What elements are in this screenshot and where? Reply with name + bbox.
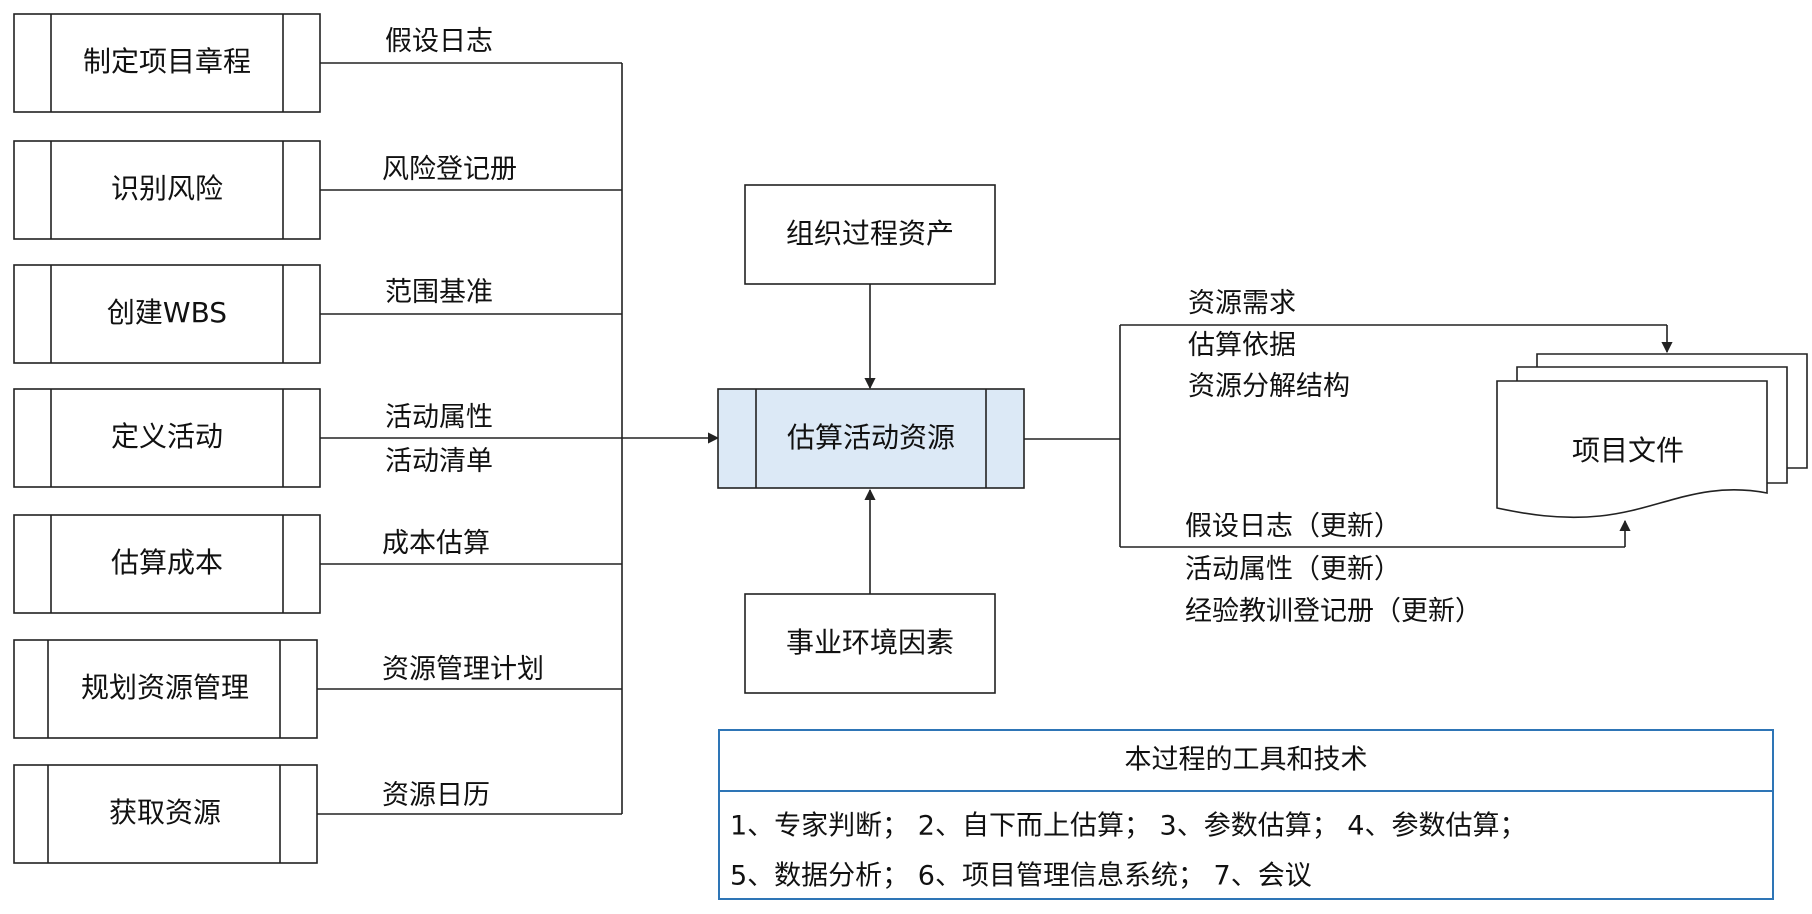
central-process: 估算活动资源 bbox=[717, 388, 1025, 489]
tools-table: 本过程的工具和技术 1、专家判断； 2、自下而上估算； 3、参数估算； 4、参数… bbox=[718, 729, 1774, 900]
output-label: 资源分解结构 bbox=[1188, 371, 1350, 402]
opa-box: 组织过程资产 bbox=[744, 184, 996, 285]
output-label: 估算依据 bbox=[1188, 330, 1296, 361]
output-label: 资源需求 bbox=[1188, 288, 1296, 319]
opa-label: 组织过程资产 bbox=[786, 217, 954, 250]
central-process-label: 估算活动资源 bbox=[787, 421, 955, 454]
input-label: 活动属性 bbox=[385, 402, 493, 433]
eef-box: 事业环境因素 bbox=[744, 593, 996, 694]
input-process-label: 获取资源 bbox=[109, 796, 221, 829]
input-process-label: 定义活动 bbox=[111, 420, 223, 453]
project-documents-icon: 项目文件 bbox=[1496, 353, 1808, 519]
input-process-activities: 定义活动 bbox=[13, 388, 321, 488]
input-label: 资源日历 bbox=[382, 780, 490, 811]
output-update-label: 假设日志（更新） bbox=[1185, 511, 1401, 542]
input-label: 风险登记册 bbox=[382, 154, 517, 185]
input-process-charter: 制定项目章程 bbox=[13, 13, 321, 113]
input-label: 成本估算 bbox=[382, 528, 490, 559]
output-update-label: 活动属性（更新） bbox=[1185, 554, 1401, 585]
input-label: 活动清单 bbox=[385, 446, 493, 477]
input-process-cost: 估算成本 bbox=[13, 514, 321, 614]
input-process-label: 创建WBS bbox=[107, 296, 227, 329]
input-label: 资源管理计划 bbox=[382, 654, 544, 685]
input-process-label: 规划资源管理 bbox=[81, 671, 249, 704]
input-process-label: 识别风险 bbox=[111, 172, 223, 205]
input-process-label: 制定项目章程 bbox=[83, 45, 251, 78]
output-connectors bbox=[1024, 324, 1673, 548]
project-documents-label: 项目文件 bbox=[1572, 434, 1684, 467]
tools-row: 5、数据分析； 6、项目管理信息系统； 7、会议 bbox=[730, 861, 1312, 892]
eef-label: 事业环境因素 bbox=[786, 626, 954, 659]
input-process-risks: 识别风险 bbox=[13, 140, 321, 240]
input-process-resource-plan: 规划资源管理 bbox=[13, 639, 318, 739]
input-label: 范围基准 bbox=[385, 277, 493, 308]
input-process-acquire: 获取资源 bbox=[13, 764, 318, 864]
input-process-label: 估算成本 bbox=[111, 546, 223, 579]
input-connectors bbox=[317, 62, 720, 815]
output-update-label: 经验教训登记册（更新） bbox=[1185, 596, 1482, 627]
input-label: 假设日志 bbox=[385, 26, 493, 57]
tools-title: 本过程的工具和技术 bbox=[1125, 745, 1368, 776]
tools-row: 1、专家判断； 2、自下而上估算； 3、参数估算； 4、参数估算； bbox=[730, 811, 1526, 842]
input-process-wbs: 创建WBS bbox=[13, 264, 321, 364]
